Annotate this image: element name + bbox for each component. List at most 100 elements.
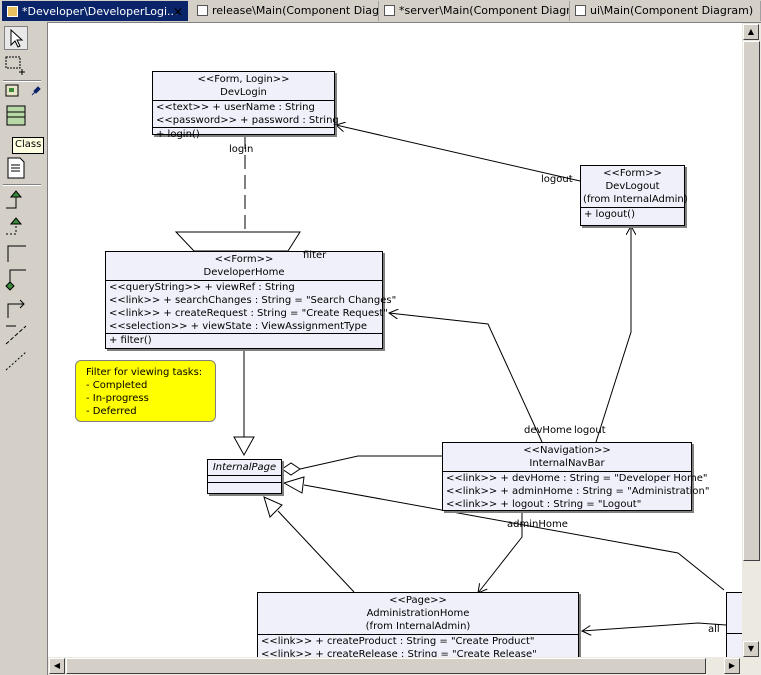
label-logout: logout <box>541 174 573 185</box>
attribute: <<link>> + devHome : String = "Developer… <box>446 473 708 484</box>
scroll-right-arrow-icon[interactable]: ▶ <box>724 658 740 674</box>
stereotype: <<Form>> <box>214 254 274 265</box>
navbar-aggregation[interactable] <box>299 455 442 470</box>
attribute: <<password>> + password : String <box>156 115 339 126</box>
label-all: all <box>708 624 720 635</box>
close-icon[interactable]: ✕ <box>172 5 183 19</box>
adminhome-link[interactable] <box>478 511 523 593</box>
filter-note[interactable]: Filter for viewing tasks: - Completed - … <box>75 360 216 422</box>
generalization-tool[interactable] <box>4 188 28 212</box>
tab-release-main[interactable]: release\Main(Component Diagr... <box>193 1 379 21</box>
label-login: login <box>229 144 254 155</box>
tab-ui-main[interactable]: ui\Main(Component Diagram) <box>571 1 761 21</box>
class-tool[interactable] <box>4 104 28 128</box>
directed-association-tool[interactable] <box>4 296 28 320</box>
anchor-tool[interactable] <box>4 348 28 372</box>
attribute: <<link>> + adminHome : String = "Adminis… <box>446 486 710 497</box>
dependency-tool[interactable] <box>4 322 28 346</box>
class-box-icon <box>6 105 26 126</box>
horizontal-scrollbar[interactable]: ◀ ▶ <box>48 657 742 675</box>
association-tool[interactable] <box>4 240 28 264</box>
attribute: <<link>> + searchChanges : String = "Sea… <box>109 295 397 306</box>
component-diagram-icon <box>575 5 586 16</box>
devhome-link[interactable] <box>389 313 543 443</box>
component-diagram-icon <box>197 5 208 16</box>
realization-arrow-icon <box>6 217 23 235</box>
attribute: <<text>> + userName : String <box>156 102 315 113</box>
class-name: DevLogin <box>220 87 267 98</box>
attribute: <<selection>> + viewState : ViewAssignme… <box>109 321 367 332</box>
operation: + filter() <box>109 335 152 346</box>
note-line: - In-progress <box>86 393 149 404</box>
stereotype: <<Navigation>> <box>523 445 611 456</box>
tab-label: *Developer\DeveloperLogi... <box>22 5 178 18</box>
class-developerhome[interactable]: <<Form>> DeveloperHome <<queryString>> +… <box>105 251 397 349</box>
label-filter: filter <box>303 250 327 261</box>
scroll-up-arrow-icon[interactable]: ▲ <box>743 24 759 40</box>
label-navbar-logout: logout <box>574 425 606 436</box>
operation: + login() <box>156 129 200 140</box>
class-internalnavbar[interactable]: <<Navigation>> InternalNavBar <<link>> +… <box>442 442 710 511</box>
class-devlogin[interactable]: <<Form, Login>> DevLogin <<text>> + user… <box>152 71 339 140</box>
class-name: InternalNavBar <box>529 458 605 469</box>
directed-association-icon <box>7 299 25 318</box>
note-line: - Completed <box>86 380 148 391</box>
note-tool[interactable] <box>4 156 28 180</box>
tab-label: release\Main(Component Diagr... <box>212 4 379 17</box>
component-diagram-icon <box>384 5 395 16</box>
marquee-tool[interactable] <box>4 52 28 76</box>
class-administrationhome[interactable]: <<Page>> AdministrationHome (from Intern… <box>257 592 579 657</box>
scroll-down-arrow-icon[interactable]: ▼ <box>743 641 759 657</box>
attribute: <<link>> + createRequest : String = "Cre… <box>109 308 388 319</box>
select-tool[interactable] <box>4 26 28 50</box>
all-link[interactable] <box>582 622 727 631</box>
adminhome-generalization[interactable] <box>277 510 355 593</box>
class-internalpage[interactable]: InternalPage <box>207 459 282 494</box>
palette-tooltip: Class <box>12 137 45 154</box>
attribute: <<link>> + logout : String = "Logout" <box>446 499 642 510</box>
diagram-canvas[interactable]: <<Form, Login>> DevLogin <<text>> + user… <box>48 23 742 657</box>
tab-server-main[interactable]: *server\Main(Component Diagr... <box>380 1 570 21</box>
filter-self-link[interactable] <box>174 231 301 252</box>
editor-tab-bar: *Developer\DeveloperLogi... ✕ release\Ma… <box>0 0 761 23</box>
palette-pin-icon <box>5 84 41 97</box>
aggregation-diamond-icon <box>5 269 26 291</box>
dependency-line-icon <box>5 325 27 345</box>
palette-drawer-toggle[interactable] <box>4 82 41 106</box>
stereotype: <<Form>> <box>603 168 662 179</box>
generalization-arrow-icon <box>6 190 23 209</box>
horizontal-scroll-thumb[interactable] <box>66 658 706 674</box>
label-adminhome: adminHome <box>507 519 568 530</box>
note-icon <box>7 157 25 179</box>
class-name: AdministrationHome <box>366 608 470 619</box>
logout-link[interactable] <box>336 125 581 182</box>
aggregation-tool[interactable] <box>4 266 28 291</box>
note-line: - Deferred <box>86 406 137 417</box>
attribute: <<link>> + createProduct : String = "Cre… <box>261 636 535 647</box>
stereotype: <<Page>> <box>389 595 447 606</box>
attribute: <<queryString>> + viewRef : String <box>109 282 295 293</box>
relationship-lines <box>174 23 727 657</box>
class-name: DeveloperHome <box>203 267 285 278</box>
label-devhome: devHome <box>524 425 572 436</box>
tab-label: *server\Main(Component Diagr... <box>399 4 570 17</box>
class-name: InternalPage <box>212 462 277 473</box>
realization-tool[interactable] <box>4 214 28 238</box>
vertical-scroll-thumb[interactable] <box>743 41 760 561</box>
scroll-left-arrow-icon[interactable]: ◀ <box>49 658 65 674</box>
tab-label: ui\Main(Component Diagram) <box>590 4 754 17</box>
navbar-logout-link[interactable] <box>595 226 631 443</box>
offscreen-generalization[interactable] <box>303 484 725 591</box>
attribute: <<link>> + createRelease : String = "Cre… <box>261 649 537 657</box>
class-offscreen[interactable] <box>726 592 742 657</box>
stereotype: <<Form, Login>> <box>197 74 290 85</box>
tab-developer-login[interactable]: *Developer\DeveloperLogi... ✕ <box>2 1 188 21</box>
vertical-scrollbar[interactable]: ▲ ▼ <box>742 23 761 675</box>
class-devlogout[interactable]: <<Form>> DevLogout (from InternalAdmin) … <box>580 165 688 226</box>
class-diagram-icon <box>7 6 18 17</box>
package-from: (from InternalAdmin) <box>583 194 688 205</box>
anchor-line-icon <box>5 351 27 371</box>
marquee-select-icon <box>5 56 25 75</box>
note-line: Filter for viewing tasks: <box>86 367 203 378</box>
package-from: (from InternalAdmin) <box>365 621 471 632</box>
